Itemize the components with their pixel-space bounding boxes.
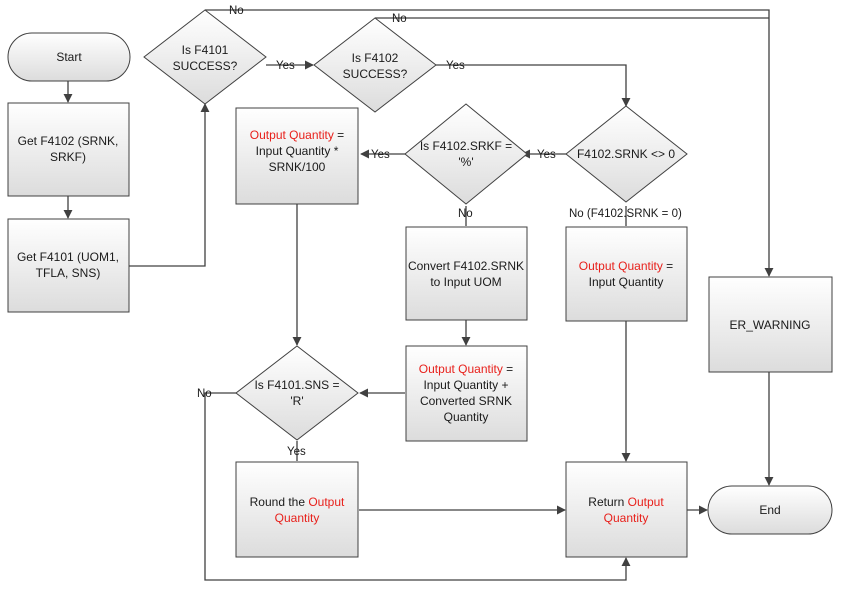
svg-text:Is F4102: Is F4102 [352, 51, 399, 65]
svg-text:Is F4102.SRKF =: Is F4102.SRKF = [420, 139, 512, 153]
svg-text:Converted SRNK: Converted SRNK [420, 394, 512, 408]
svg-text:SRNK/100: SRNK/100 [269, 160, 326, 174]
decision-is-f4101-success: Is F4101 SUCCESS? [143, 9, 267, 105]
svg-text:SUCCESS?: SUCCESS? [343, 67, 408, 81]
svg-text:Quantity: Quantity [444, 410, 489, 424]
svg-text:Quantity: Quantity [604, 511, 649, 525]
label-srnk-no: No (F4102.SRNK = 0) [569, 208, 682, 220]
node-output-input: Output Quantity = Input Quantity [565, 226, 688, 322]
svg-text:Convert F4102.SRNK: Convert F4102.SRNK [408, 259, 524, 273]
node-output-add: Output Quantity = Input Quantity + Conve… [405, 345, 528, 442]
decision-is-sns: Is F4101.SNS = 'R' [235, 345, 359, 441]
edge-get-f4101-to-is-f4101 [129, 103, 210, 267]
label-srkf-yes: Yes [371, 149, 390, 161]
node-output-pct: Output Quantity = Input Quantity * SRNK/… [235, 107, 359, 205]
svg-text:Input Quantity +: Input Quantity + [423, 378, 508, 392]
edge-f4101-no-to-er-warning [205, 9, 774, 277]
output-quantity-label: Output Quantity [419, 362, 503, 376]
connectors [63, 9, 774, 581]
svg-text:Input Quantity *: Input Quantity * [256, 144, 339, 158]
decision-srnk-ne-0: F4102.SRNK <> 0 [565, 105, 688, 203]
svg-text:F4102.SRNK <> 0: F4102.SRNK <> 0 [577, 147, 675, 161]
svg-text:Get F4101 (UOM1,: Get F4101 (UOM1, [17, 250, 119, 264]
label-srkf-no: No [458, 208, 473, 220]
svg-text:Return Output: Return Output [588, 495, 664, 509]
svg-text:'%': '%' [458, 155, 473, 169]
decision-is-srkf: Is F4102.SRKF = '%' [404, 103, 528, 205]
svg-text:Output Quantity =: Output Quantity = [419, 362, 513, 376]
node-get-f4101: Get F4101 (UOM1, TFLA, SNS) [7, 218, 130, 313]
svg-text:ER_WARNING: ER_WARNING [730, 318, 811, 332]
node-er-warning: ER_WARNING [708, 276, 833, 373]
svg-text:Start: Start [56, 50, 82, 64]
svg-text:Output Quantity =: Output Quantity = [579, 259, 673, 273]
node-get-f4102: Get F4102 (SRNK, SRKF) [7, 102, 130, 197]
output-quantity-label: Output [628, 495, 665, 509]
output-quantity-label: Output [308, 495, 345, 509]
node-start: Start [7, 32, 131, 82]
edge-labels: No No Yes Yes Yes Yes No No (F4102.SRNK … [197, 5, 682, 458]
label-sns-no: No [197, 388, 212, 400]
label-f4101-yes: Yes [276, 60, 295, 72]
label-f4102-no: No [392, 13, 407, 25]
svg-text:'R': 'R' [290, 394, 303, 408]
svg-text:Is F4101.SNS =: Is F4101.SNS = [254, 378, 339, 392]
node-convert: Convert F4102.SRNK to Input UOM [405, 226, 528, 321]
svg-text:Round the Output: Round the Output [250, 495, 345, 509]
svg-text:Output Quantity =: Output Quantity = [250, 128, 344, 142]
label-f4101-no: No [229, 5, 244, 17]
edge-sns-no-to-return [204, 392, 631, 581]
svg-text:End: End [759, 503, 780, 517]
svg-text:Quantity: Quantity [275, 511, 320, 525]
label-f4102-yes: Yes [446, 60, 465, 72]
output-quantity-label: Output Quantity [579, 259, 663, 273]
svg-text:SUCCESS?: SUCCESS? [173, 59, 238, 73]
svg-text:to Input UOM: to Input UOM [430, 275, 501, 289]
svg-text:Is F4101: Is F4101 [182, 43, 229, 57]
svg-text:Input Quantity: Input Quantity [589, 275, 664, 289]
svg-text:TFLA, SNS): TFLA, SNS) [36, 266, 101, 280]
svg-text:SRKF): SRKF) [50, 150, 86, 164]
label-srnk-yes: Yes [537, 149, 556, 161]
node-return: Return Output Quantity [565, 461, 688, 558]
edge-f4102-yes [436, 64, 631, 107]
output-quantity-label: Output Quantity [250, 128, 334, 142]
node-round: Round the Output Quantity [235, 461, 359, 558]
label-sns-yes: Yes [287, 446, 306, 458]
node-end: End [707, 485, 833, 535]
svg-text:Get F4102 (SRNK,: Get F4102 (SRNK, [18, 134, 119, 148]
decision-is-f4102-success: Is F4102 SUCCESS? [313, 17, 437, 113]
